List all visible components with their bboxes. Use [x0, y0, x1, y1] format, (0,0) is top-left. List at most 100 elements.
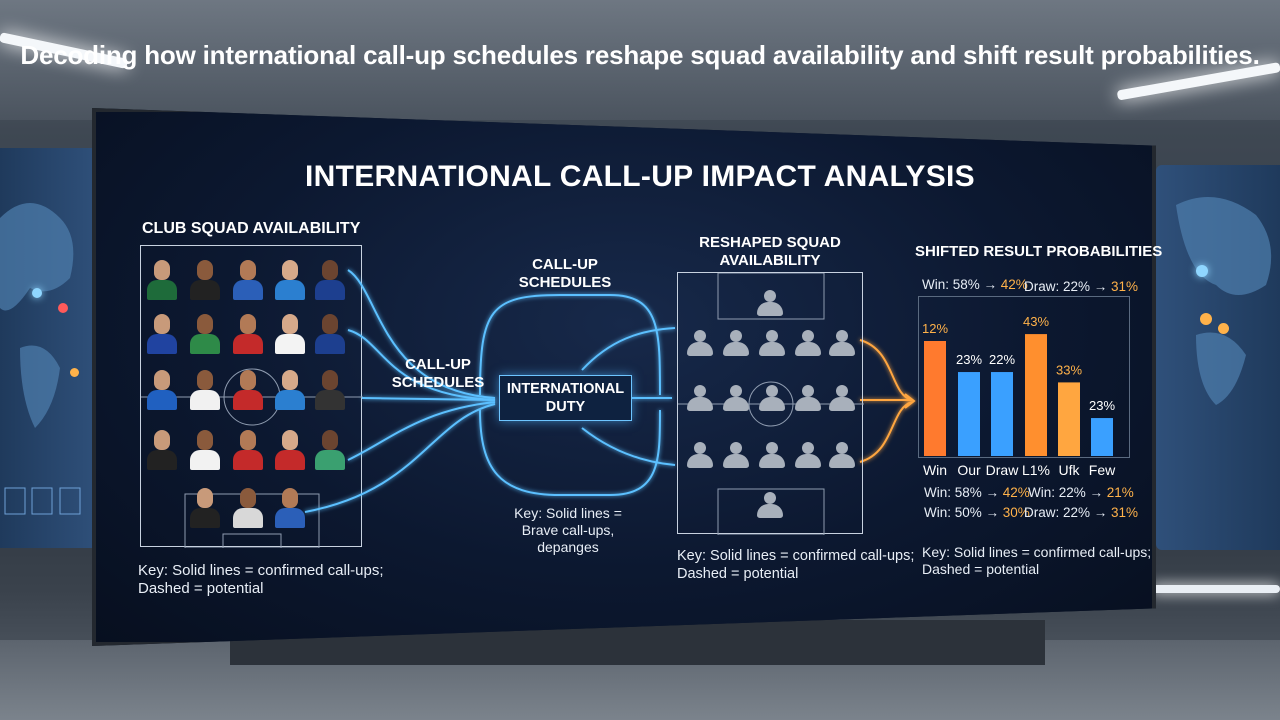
player-silhouette-icon	[757, 492, 783, 518]
callup-schedules-side: CALL-UP SCHEDULES	[383, 356, 493, 392]
player-portrait	[273, 258, 307, 302]
international-duty-box: INTERNATIONAL DUTY	[499, 375, 632, 421]
right-map-display	[1156, 165, 1280, 550]
player-portrait	[231, 428, 265, 472]
results-top-left: Win: 58% → 42%	[922, 276, 1028, 293]
player-portrait	[188, 368, 222, 412]
player-portrait	[145, 428, 179, 472]
results-key-line2: Dashed = potential	[922, 561, 1040, 577]
map-pin-icon	[1218, 323, 1229, 334]
chart-data-label: 23%	[956, 352, 982, 367]
chart-category-label: Ufk	[1059, 462, 1081, 478]
player-silhouette-icon	[687, 385, 713, 411]
chart-bar	[1058, 382, 1080, 456]
chart-bar	[1025, 334, 1047, 456]
player-portrait	[231, 486, 265, 530]
screen-heading: INTERNATIONAL CALL-UP IMPACT ANALYSIS	[304, 160, 975, 193]
chart-data-label: 12%	[922, 321, 948, 336]
results-title: SHIFTED RESULT PROBABILITIES	[915, 243, 1163, 260]
player-portrait	[273, 312, 307, 356]
chart-category-label: Few	[1089, 462, 1116, 478]
player-silhouette-icon	[723, 330, 749, 356]
reshaped-title: RESHAPED SQUAD AVAILABILITY	[690, 234, 850, 270]
map-pin-icon	[1196, 265, 1208, 277]
middle-key-line2: Brave call-ups,	[521, 522, 615, 538]
player-silhouette-icon	[795, 385, 821, 411]
player-portrait	[231, 368, 265, 412]
chart-bar	[1091, 418, 1113, 456]
duty-line2: DUTY	[545, 399, 586, 415]
reshaped-key-line1: Key: Solid lines = confirmed call-ups;	[677, 548, 915, 564]
chart-category-label: Win	[923, 462, 947, 478]
chart-data-label: 23%	[1089, 398, 1115, 413]
results-row2-left: Win: 50% → 30%	[924, 505, 1030, 520]
world-map-left	[0, 203, 81, 515]
map-pin-icon	[70, 368, 79, 377]
chart-data-label: 43%	[1023, 314, 1049, 329]
player-silhouette-icon	[829, 385, 855, 411]
reshaped-key-line2: Dashed = potential	[677, 566, 799, 582]
results-top-left-text: Win: 58% → 42%	[922, 277, 1028, 292]
player-silhouette-icon	[795, 330, 821, 356]
player-silhouette-icon	[795, 442, 821, 468]
ceiling	[0, 0, 1280, 120]
player-silhouette-icon	[757, 290, 783, 316]
player-portrait	[188, 486, 222, 530]
middle-key: Key: Solid lines = Brave call-ups, depan…	[508, 505, 628, 556]
player-portrait	[231, 258, 265, 302]
page-title: Decoding how international call-up sched…	[20, 40, 1260, 70]
map-pin-icon	[58, 303, 68, 313]
callup-top-line2: SCHEDULES	[518, 274, 612, 291]
player-silhouette-icon	[723, 442, 749, 468]
reshaped-title-line2: AVAILABILITY	[719, 252, 821, 269]
middle-key-line3: depanges	[537, 539, 599, 555]
chart-category-label: L1%	[1022, 462, 1050, 478]
player-portrait	[231, 312, 265, 356]
chart-category-label: Draw	[986, 462, 1020, 478]
player-portrait	[188, 312, 222, 356]
duty-line1: INTERNATIONAL	[506, 381, 625, 397]
player-silhouette-icon	[759, 442, 785, 468]
player-portrait	[188, 258, 222, 302]
player-portrait	[188, 428, 222, 472]
results-row1-right: Win: 22% → 21%	[1028, 485, 1134, 500]
callup-schedules-top: CALL-UP SCHEDULES	[515, 256, 615, 292]
reshaped-title-line1: RESHAPED SQUAD	[699, 234, 841, 251]
results-row2-right: Draw: 22% → 31%	[1024, 505, 1139, 520]
results-row1-left: Win: 58% → 42%	[924, 485, 1030, 500]
player-portrait	[145, 258, 179, 302]
player-portrait	[273, 368, 307, 412]
player-silhouette-icon	[723, 385, 749, 411]
middle-key-line1: Key: Solid lines =	[514, 505, 622, 521]
chart-data-label: 22%	[989, 352, 1015, 367]
chart-category-label: Our	[957, 462, 981, 478]
chart-data-label: 33%	[1056, 362, 1082, 377]
results-top-right: Draw: 22% → 31%	[1024, 279, 1139, 294]
player-portrait	[145, 368, 179, 412]
callup-side-line1: CALL-UP	[405, 356, 471, 373]
player-portrait	[313, 312, 347, 356]
player-portrait	[313, 258, 347, 302]
player-silhouette-icon	[829, 442, 855, 468]
left-key-line2: Dashed = potential	[138, 580, 264, 597]
callup-top-line1: CALL-UP	[532, 256, 598, 273]
player-silhouette-icon	[687, 442, 713, 468]
player-silhouette-icon	[829, 330, 855, 356]
chart-bar	[958, 372, 980, 456]
callup-side-line2: SCHEDULES	[391, 374, 485, 391]
left-map-display	[0, 148, 98, 548]
player-portrait	[273, 428, 307, 472]
map-pin-icon	[32, 288, 42, 298]
chart-bar	[924, 341, 946, 456]
floor-light	[1150, 585, 1280, 593]
left-key-line1: Key: Solid lines = confirmed call-ups;	[138, 562, 384, 579]
results-chart-frame	[918, 296, 1130, 458]
chart-bar	[991, 372, 1013, 456]
club-squad-title: CLUB SQUAD AVAILABILITY	[142, 220, 361, 237]
map-pin-icon	[1200, 313, 1212, 325]
results-key-line1: Key: Solid lines = confirmed call-ups;	[922, 544, 1152, 560]
player-silhouette-icon	[759, 385, 785, 411]
player-portrait	[273, 486, 307, 530]
player-silhouette-icon	[687, 330, 713, 356]
